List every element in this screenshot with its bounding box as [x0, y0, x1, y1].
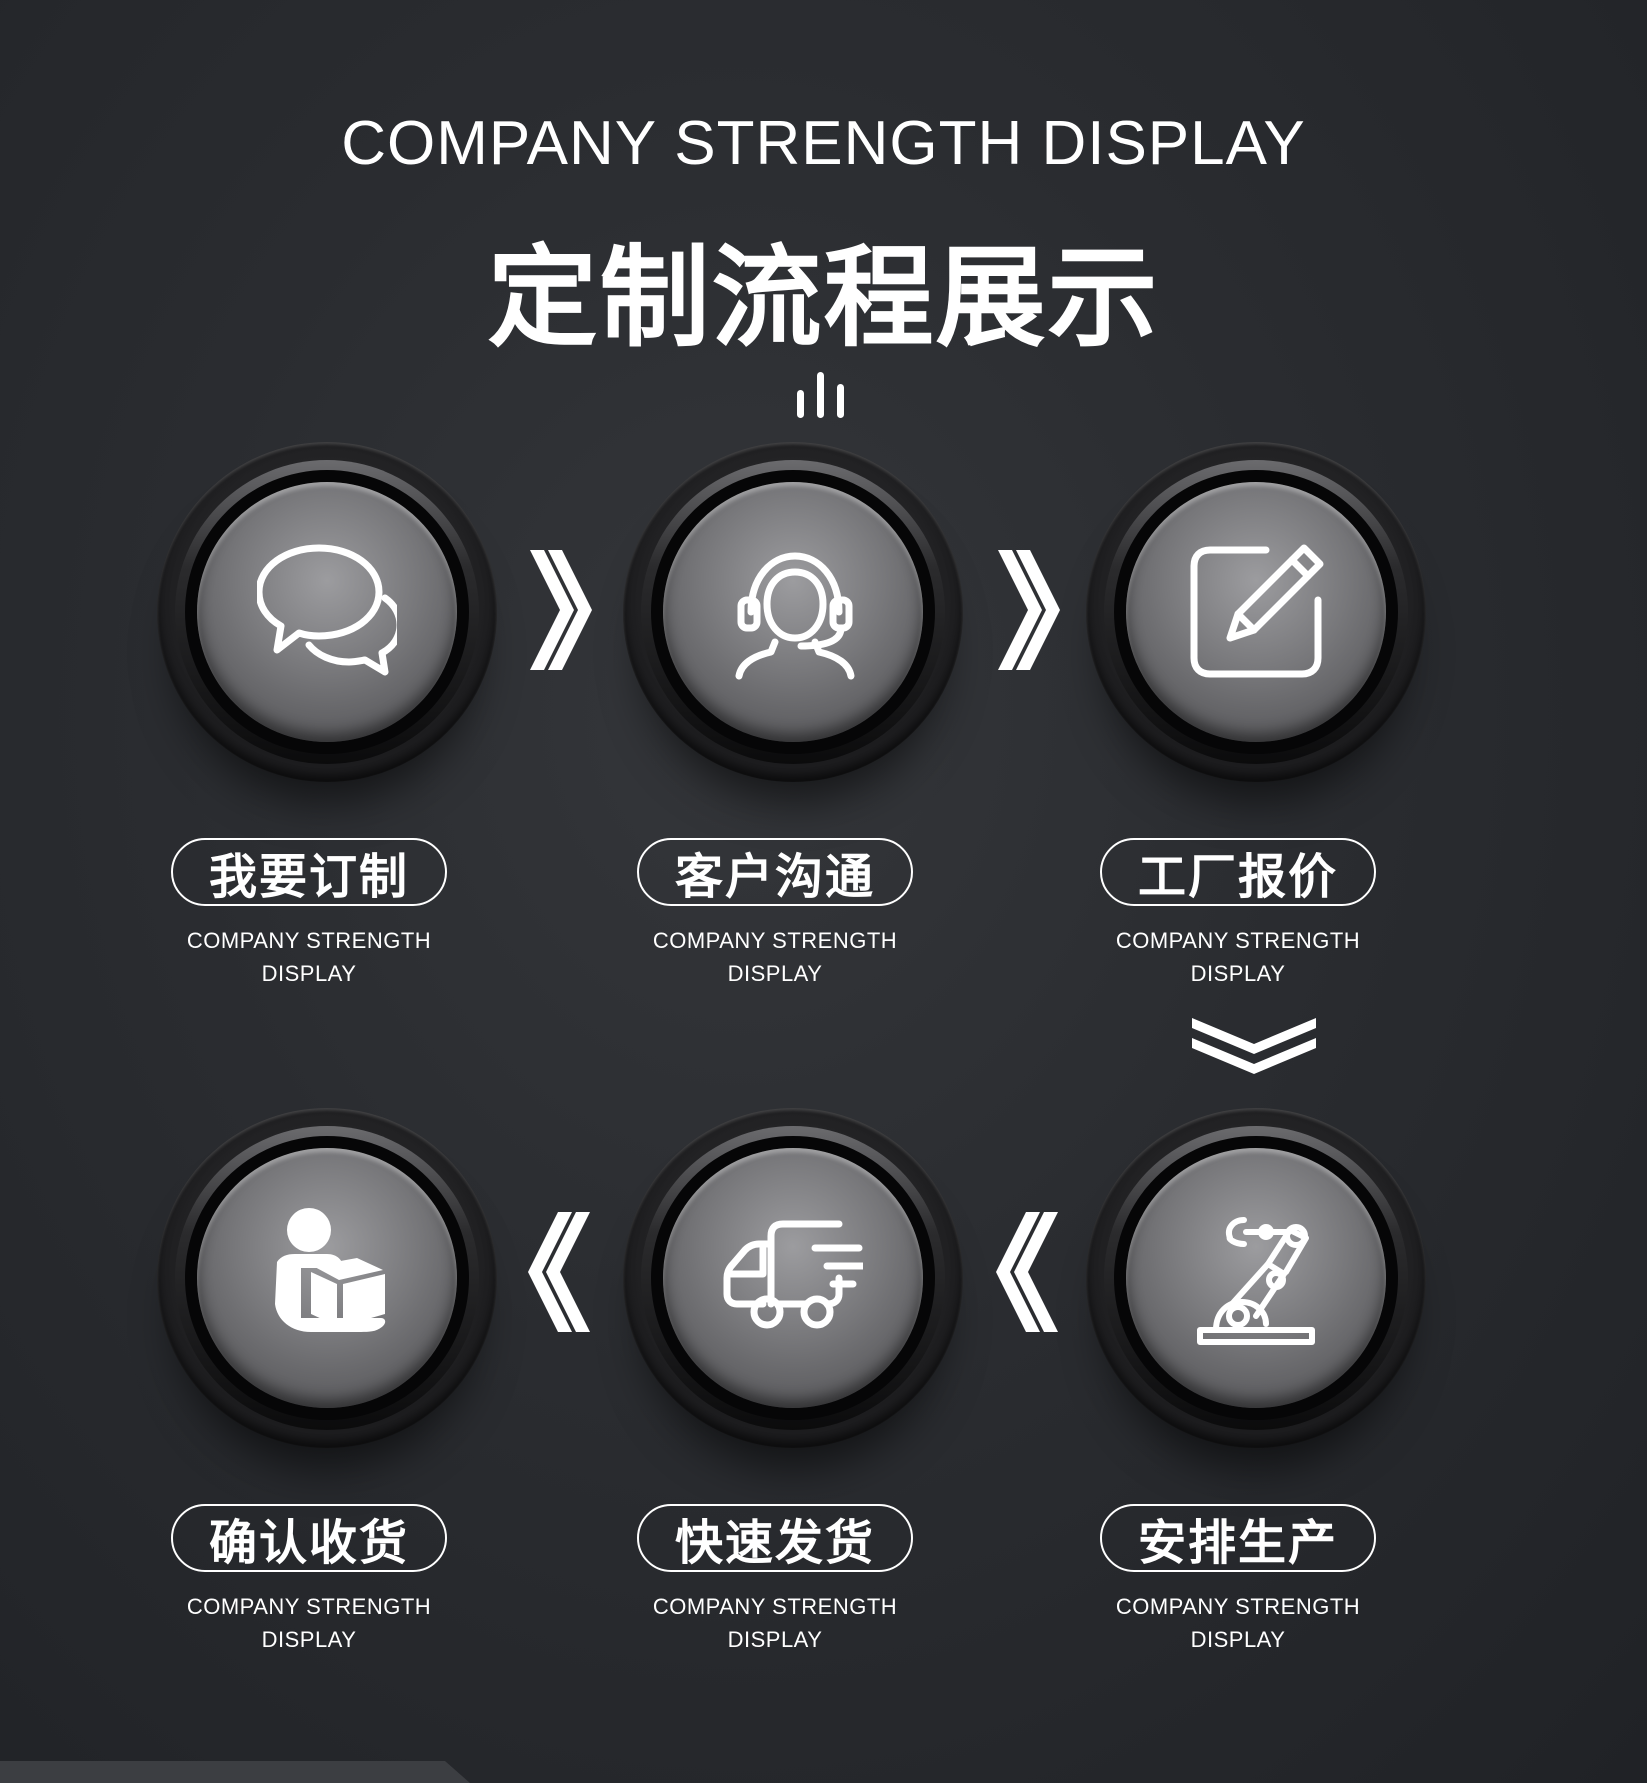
step-label-pill: 工厂报价 — [1100, 838, 1376, 906]
chat-bubbles-icon — [257, 544, 397, 676]
knob-button[interactable] — [1086, 442, 1426, 802]
knob-button[interactable] — [623, 442, 963, 802]
sound-bars-icon — [793, 372, 853, 418]
knob-button[interactable] — [1086, 1108, 1426, 1468]
page-title-cn: 定制流程展示 — [487, 234, 1160, 362]
knob-button[interactable] — [623, 1108, 963, 1468]
step-label-pill: 快速发货 — [637, 1504, 913, 1572]
double-chevron-right-icon — [530, 550, 592, 670]
double-chevron-left-icon — [528, 1212, 590, 1332]
step-label-pill: 确认收货 — [171, 1504, 447, 1572]
step-label-pill: 我要订制 — [171, 838, 447, 906]
step-label-pill: 客户沟通 — [637, 838, 913, 906]
delivery-truck-icon — [723, 1220, 863, 1329]
step-label-pill: 安排生产 — [1100, 1504, 1376, 1572]
bottom-decor-bar — [0, 1761, 470, 1783]
double-chevron-down-icon — [1192, 1018, 1316, 1074]
double-chevron-left-icon — [996, 1212, 1058, 1332]
edit-pencil-icon — [1190, 544, 1324, 678]
double-chevron-right-icon — [998, 550, 1060, 670]
knob-button[interactable] — [157, 442, 497, 802]
robot-arm-icon — [1197, 1217, 1315, 1345]
page-title-en: COMPANY STRENGTH DISPLAY — [341, 109, 1306, 178]
knob-button[interactable] — [157, 1108, 497, 1468]
person-package-icon — [275, 1208, 386, 1332]
headset-agent-icon — [735, 552, 855, 680]
